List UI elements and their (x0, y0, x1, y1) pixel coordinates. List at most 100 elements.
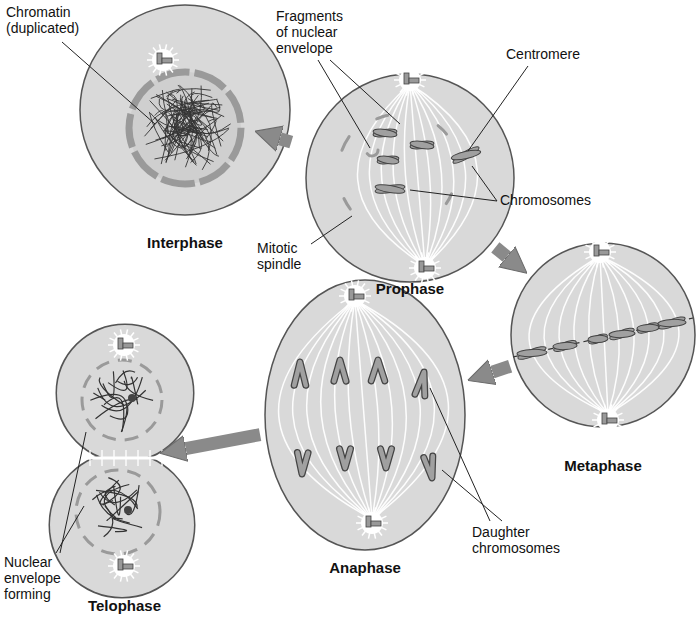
aster-ray (614, 427, 618, 432)
aster-ray (374, 532, 376, 539)
aster-ray (396, 73, 402, 76)
spindle-fiber (410, 84, 466, 266)
chromatid (375, 183, 406, 195)
aster-ray (114, 352, 118, 357)
chromatid (609, 326, 636, 342)
chromatin-fiber (90, 394, 127, 431)
aster-ray (126, 329, 128, 336)
aster-ray (412, 89, 414, 96)
aster-ray (594, 424, 600, 427)
aster-ray (363, 289, 369, 292)
aster-ray (149, 64, 155, 67)
leader-line (472, 166, 497, 201)
spindle-fiber (369, 84, 425, 266)
chromatid (658, 319, 686, 328)
aster-ray (147, 59, 154, 61)
stage-arrow (492, 366, 510, 372)
aster-ray (608, 245, 614, 248)
telophase-lobe (57, 325, 193, 461)
spindle-fiber (600, 256, 679, 414)
chromatid (553, 338, 578, 353)
aster-ray (614, 407, 618, 412)
spindle-fiber (355, 300, 448, 519)
aster-ray (153, 67, 157, 72)
aster-ray (169, 67, 173, 72)
centrosome-glow (361, 512, 383, 534)
daughter-chromosome (415, 372, 425, 396)
chromatin-fiber (144, 100, 176, 136)
aster-ray (421, 252, 423, 259)
part-label: Centromere (506, 46, 596, 62)
aster-ray (126, 354, 128, 361)
envelope-fragment (377, 115, 388, 119)
aster-ray (110, 570, 116, 573)
aster-ray (590, 259, 594, 264)
leader-line (410, 190, 497, 201)
centriole (404, 73, 409, 84)
aster-ray (418, 84, 424, 87)
part-label: Nuclear envelope forming (4, 554, 66, 602)
centriole (424, 266, 434, 271)
spindle-fiber (355, 300, 392, 519)
centrosome (584, 236, 616, 267)
chromatid (517, 344, 548, 361)
phase-label: Telophase (88, 597, 161, 615)
aster-ray (431, 275, 435, 280)
part-label: Chromatin (duplicated) (6, 4, 88, 36)
aster-ray (400, 67, 404, 72)
aster-ray (341, 300, 347, 303)
aster-ray (357, 280, 359, 287)
aster-ray (114, 332, 118, 337)
cell-stage: Prophase (306, 74, 514, 298)
spindle-remnant (89, 450, 90, 466)
aster-ray (586, 256, 592, 259)
aster-ray (171, 53, 177, 56)
daughter-chromosome (339, 449, 350, 468)
aster-ray (364, 295, 371, 297)
aster-ray (171, 64, 177, 67)
centrosome (409, 252, 441, 283)
spindle-fiber (410, 84, 442, 266)
aster-ray (616, 413, 622, 416)
chromatid (451, 144, 480, 166)
aster-ray (132, 338, 138, 341)
aster-ray (361, 283, 365, 288)
centrosome (108, 550, 140, 581)
aster-ray (153, 47, 157, 52)
aster-ray (130, 332, 134, 337)
daughter-chromosome-outline (339, 449, 350, 468)
centriole (599, 250, 609, 255)
stage-arrow (280, 139, 291, 142)
centriole (366, 516, 371, 527)
daughter-chromosome (297, 452, 308, 474)
aster-ray (610, 404, 612, 411)
aster-ray (606, 239, 610, 244)
spindle-fiber (529, 256, 608, 414)
chromatin-fiber (117, 377, 137, 384)
chromosome (450, 144, 483, 166)
aster-ray (433, 261, 439, 264)
chromatin-fiber (173, 120, 202, 163)
aster-ray (416, 67, 420, 72)
centriole (354, 294, 364, 299)
aster-ray (132, 570, 138, 573)
leader-line (330, 60, 400, 124)
aster-ray (406, 89, 408, 96)
chromatin-fiber (151, 89, 180, 98)
centriole (602, 413, 607, 424)
spindle-fiber (600, 256, 664, 414)
aster-ray (126, 575, 128, 582)
aster-ray (604, 404, 606, 411)
chromatid (373, 128, 398, 139)
centriole (118, 338, 123, 349)
chromosome (377, 155, 400, 166)
phase-label: Metaphase (564, 457, 642, 475)
chromatid (410, 140, 435, 151)
aster-ray (411, 272, 417, 275)
centrosome (339, 280, 371, 311)
spindle-remnant (173, 450, 174, 466)
aster-ray (427, 252, 429, 259)
cell-stage: Interphase (80, 5, 290, 252)
chromatid (588, 335, 608, 343)
part-label: Fragments of nuclear envelope (276, 8, 354, 56)
